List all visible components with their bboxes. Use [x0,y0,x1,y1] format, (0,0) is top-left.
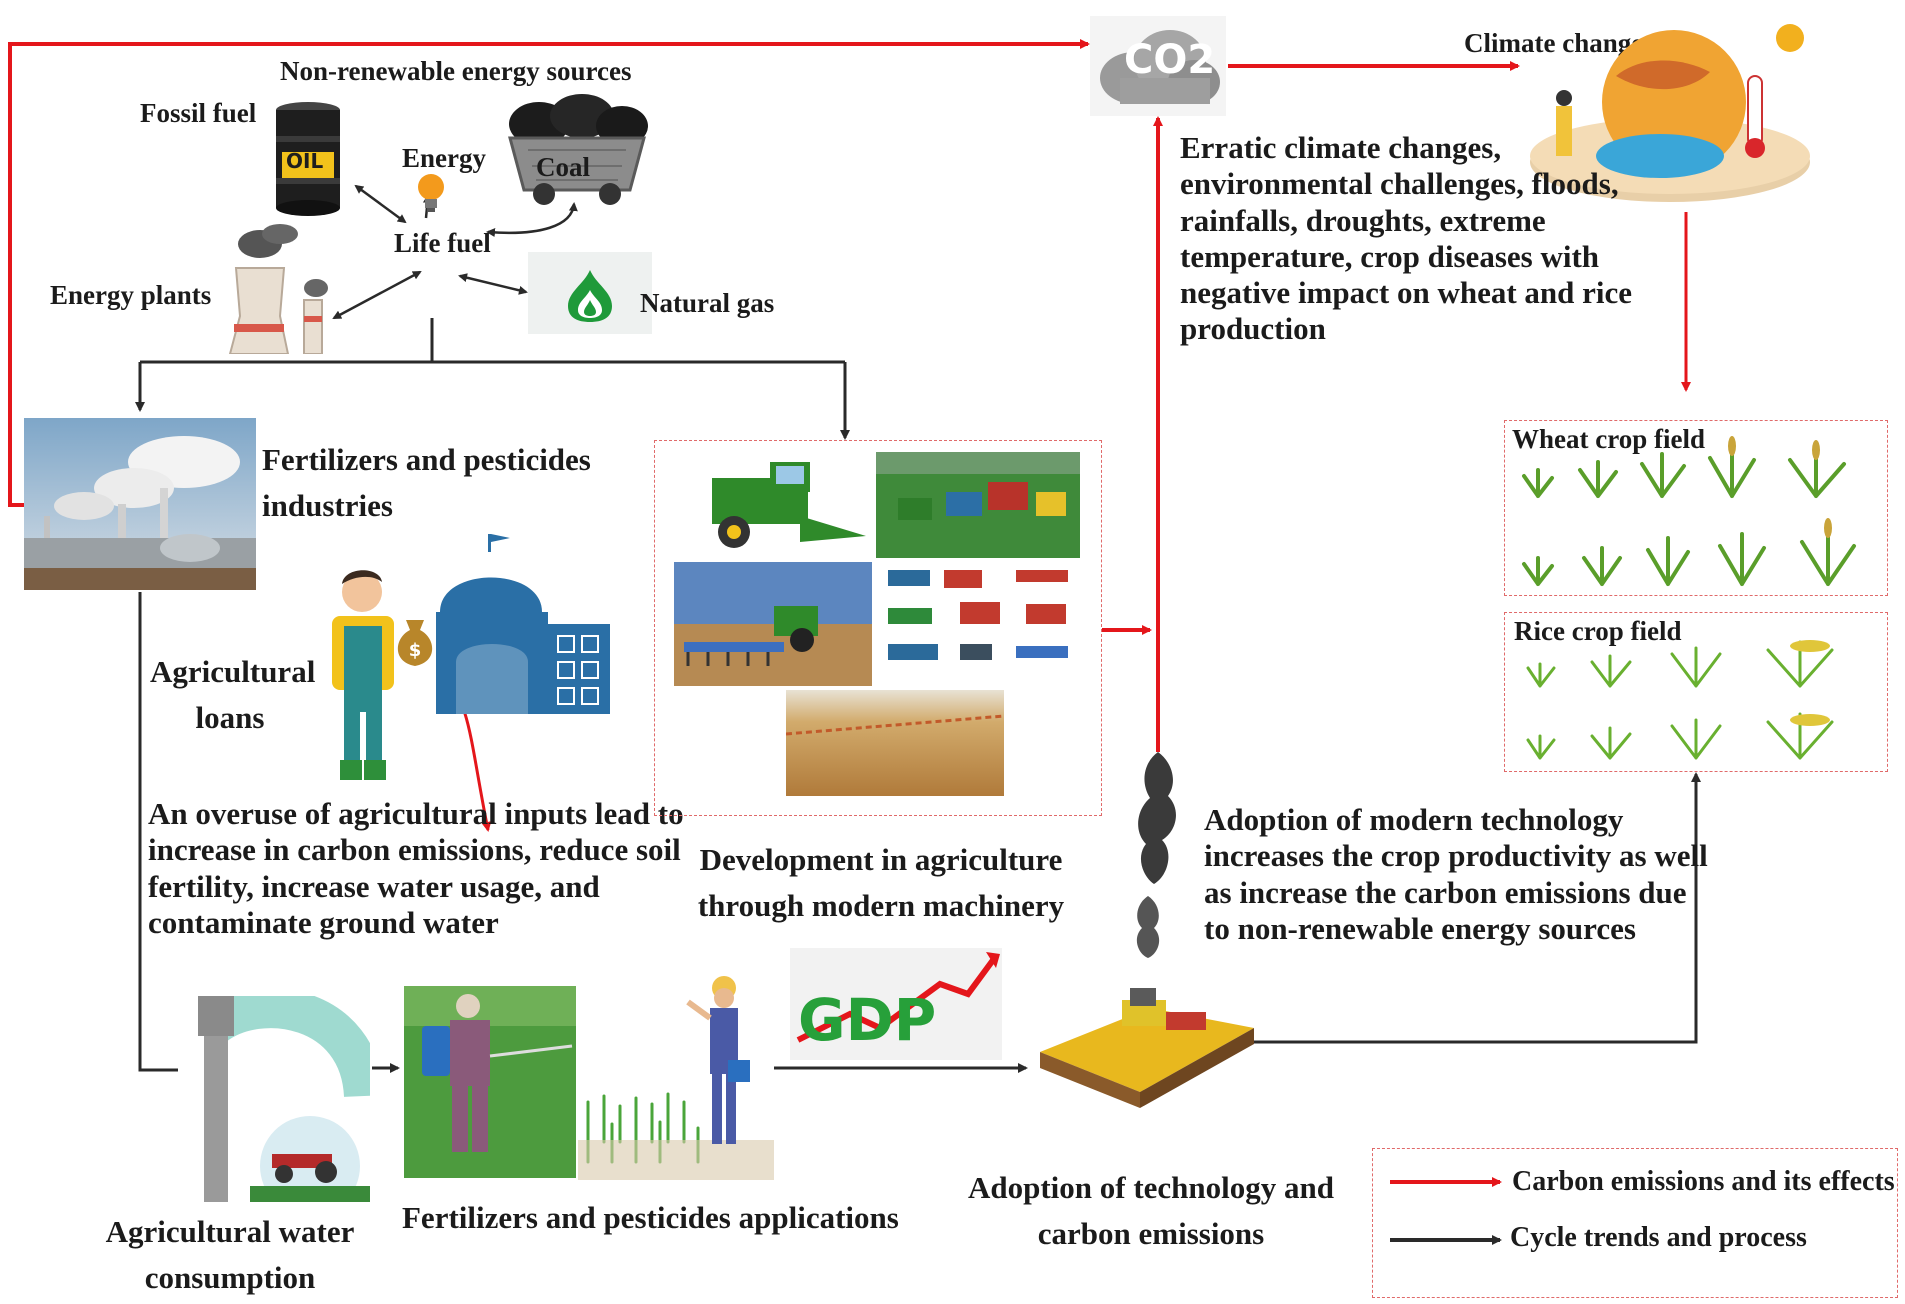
black-arrow-industry-to-water [138,592,178,1072]
water-label-line1: Agricultural water [105,1214,355,1249]
svg-text:$: $ [409,640,422,661]
black-branch [140,318,845,364]
fossil-fuel-label: Fossil fuel [140,98,257,128]
power-plant-icon [228,224,328,354]
rice-plant-icon [1526,640,1834,760]
energy-label: Energy [402,143,486,173]
agri-loans-line1: Agricultural [150,654,316,689]
legend-red-label: Carbon emissions and its effects [1512,1166,1895,1197]
implements-catalog [878,562,1084,678]
tractor-photo [876,452,1080,558]
industries-label-line2: industries [262,488,393,523]
legend-box [1372,1148,1898,1298]
energy-plants-label: Energy plants [50,280,212,310]
bank-icon [436,534,610,714]
rice-field-label: Rice crop field [1514,616,1682,646]
factory-photo [24,418,256,590]
co2-cloud-icon [1090,16,1226,116]
farmer-icon [332,570,394,780]
money-bag-icon: $ [397,620,433,666]
life-fuel-label: Life fuel [394,228,491,258]
wheat-field-label: Wheat crop field [1512,424,1705,454]
spoke-to-plants [332,270,422,320]
implements-photo [674,562,872,686]
wheat-field-frame [1504,420,1888,596]
climate-change-label: Climate change [1464,28,1644,58]
dev-agri-line2: through modern machinery [697,888,1065,923]
fert-app-label: Fertilizers and pesticides applications [402,1200,899,1235]
machinery-frame [654,440,1102,816]
oil-barrel-icon [276,102,340,216]
smoke-small-icon [1136,896,1160,958]
adopt-tech-line2: carbon emissions [1037,1216,1265,1251]
gdp-chart-icon [790,948,1002,1060]
adoption-tech-text: Adoption of modern technology increases … [1204,802,1708,946]
adopt-tech-line1: Adoption of technology and [967,1170,1335,1205]
red-arrow-industry-to-co2 [8,39,1090,507]
spoke-to-gas [458,273,528,295]
gdp-label: GDP [798,986,937,1054]
overuse-inputs-text: An overuse of agricultural inputs lead t… [148,796,684,940]
spoke-to-oil [354,184,407,224]
erratic-climate-text: Erratic climate changes, environmental c… [1180,130,1633,347]
agri-loans-line2: loans [195,700,265,735]
oil-label: OIL [286,149,324,173]
natural-gas-label: Natural gas [640,288,775,318]
co2-label: CO2 [1124,37,1216,83]
coal-cart-icon [508,94,648,205]
black-arrow-harvest-to-crops [1252,772,1701,1044]
wheat-plant-icon [1522,436,1856,586]
harvest-field-photo [1040,968,1254,1120]
coal-label: Coal [536,152,590,182]
industries-label-line1: Fertilizers and pesticides [262,442,591,477]
water-tap-icon [198,996,370,1202]
burning-globe-icon [1530,24,1810,202]
legend-black-label: Cycle trends and process [1510,1222,1807,1253]
non-renewable-energy-title: Non-renewable energy sources [280,56,632,86]
smoke-icon [1138,752,1176,884]
field-photo [786,690,1004,796]
sprayer-farmer-icon [404,986,576,1178]
harvester-photo [680,452,872,556]
rice-field-frame [1504,612,1888,772]
sowing-farmer-icon [578,972,774,1180]
gas-flame-icon [568,270,612,322]
spoke-to-coal [486,202,578,238]
dev-agri-line1: Development in agriculture [699,842,1063,877]
light-bulb-icon [418,174,444,212]
water-label-line2: consumption [144,1260,316,1295]
